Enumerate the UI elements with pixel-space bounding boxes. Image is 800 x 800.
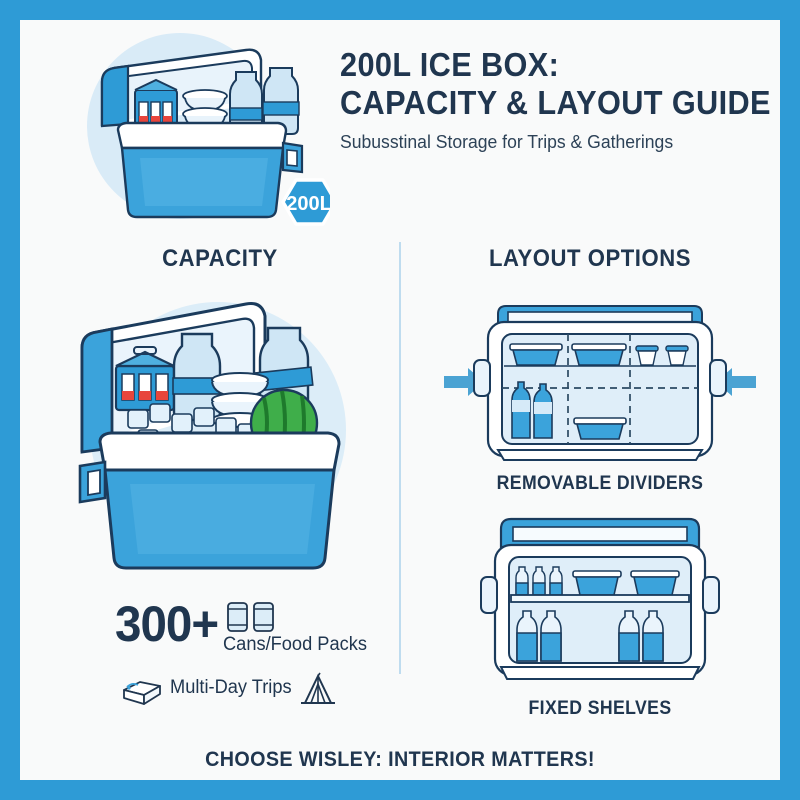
layout-option-fixed-shelves-illustration: [475, 515, 725, 685]
column-divider: [399, 242, 401, 674]
can-icon: [225, 600, 277, 634]
capacity-stat-label: Cans/Food Packs: [223, 634, 367, 655]
capacity-cooler-illustration: [60, 290, 390, 580]
page-subtitle: Subusstinal Storage for Trips & Gatherin…: [340, 131, 674, 152]
layout-option-caption-shelves: FIXED SHELVES: [528, 698, 672, 719]
layout-option-removable-dividers-illustration: [440, 300, 760, 465]
section-heading-capacity: CAPACITY: [162, 245, 278, 272]
layout-option-caption-dividers: REMOVABLE DIVIDERS: [496, 473, 704, 494]
capacity-stat-number: 300+: [115, 596, 219, 652]
header-block: 200L 200L ICE BOX: CAPACITY & LAYOUT GUI…: [20, 20, 780, 235]
poster-canvas: 200L 200L ICE BOX: CAPACITY & LAYOUT GUI…: [20, 20, 780, 780]
header-text-block: 200L ICE BOX: CAPACITY & LAYOUT GUIDE Su…: [340, 46, 771, 153]
capacity-stat-row: 300+ Cans/Food Packs: [115, 596, 395, 655]
footer-tagline: CHOOSE WISLEY: INTERIOR MATTERS!: [205, 748, 595, 771]
cooler-box-icon: [120, 674, 164, 706]
page-title-line-2: CAPACITY & LAYOUT GUIDE: [340, 84, 771, 121]
page-title-line-1: 200L ICE BOX:: [340, 46, 560, 83]
section-heading-layout-options: LAYOUT OPTIONS: [489, 245, 691, 272]
multi-day-trips-label: Multi-Day Trips: [170, 677, 292, 698]
multi-day-trips-row: Multi-Day Trips: [120, 672, 350, 712]
hero-cooler-icon: 200L: [40, 30, 338, 230]
badge-label-text: 200L: [286, 193, 330, 215]
tent-icon: [298, 672, 338, 708]
